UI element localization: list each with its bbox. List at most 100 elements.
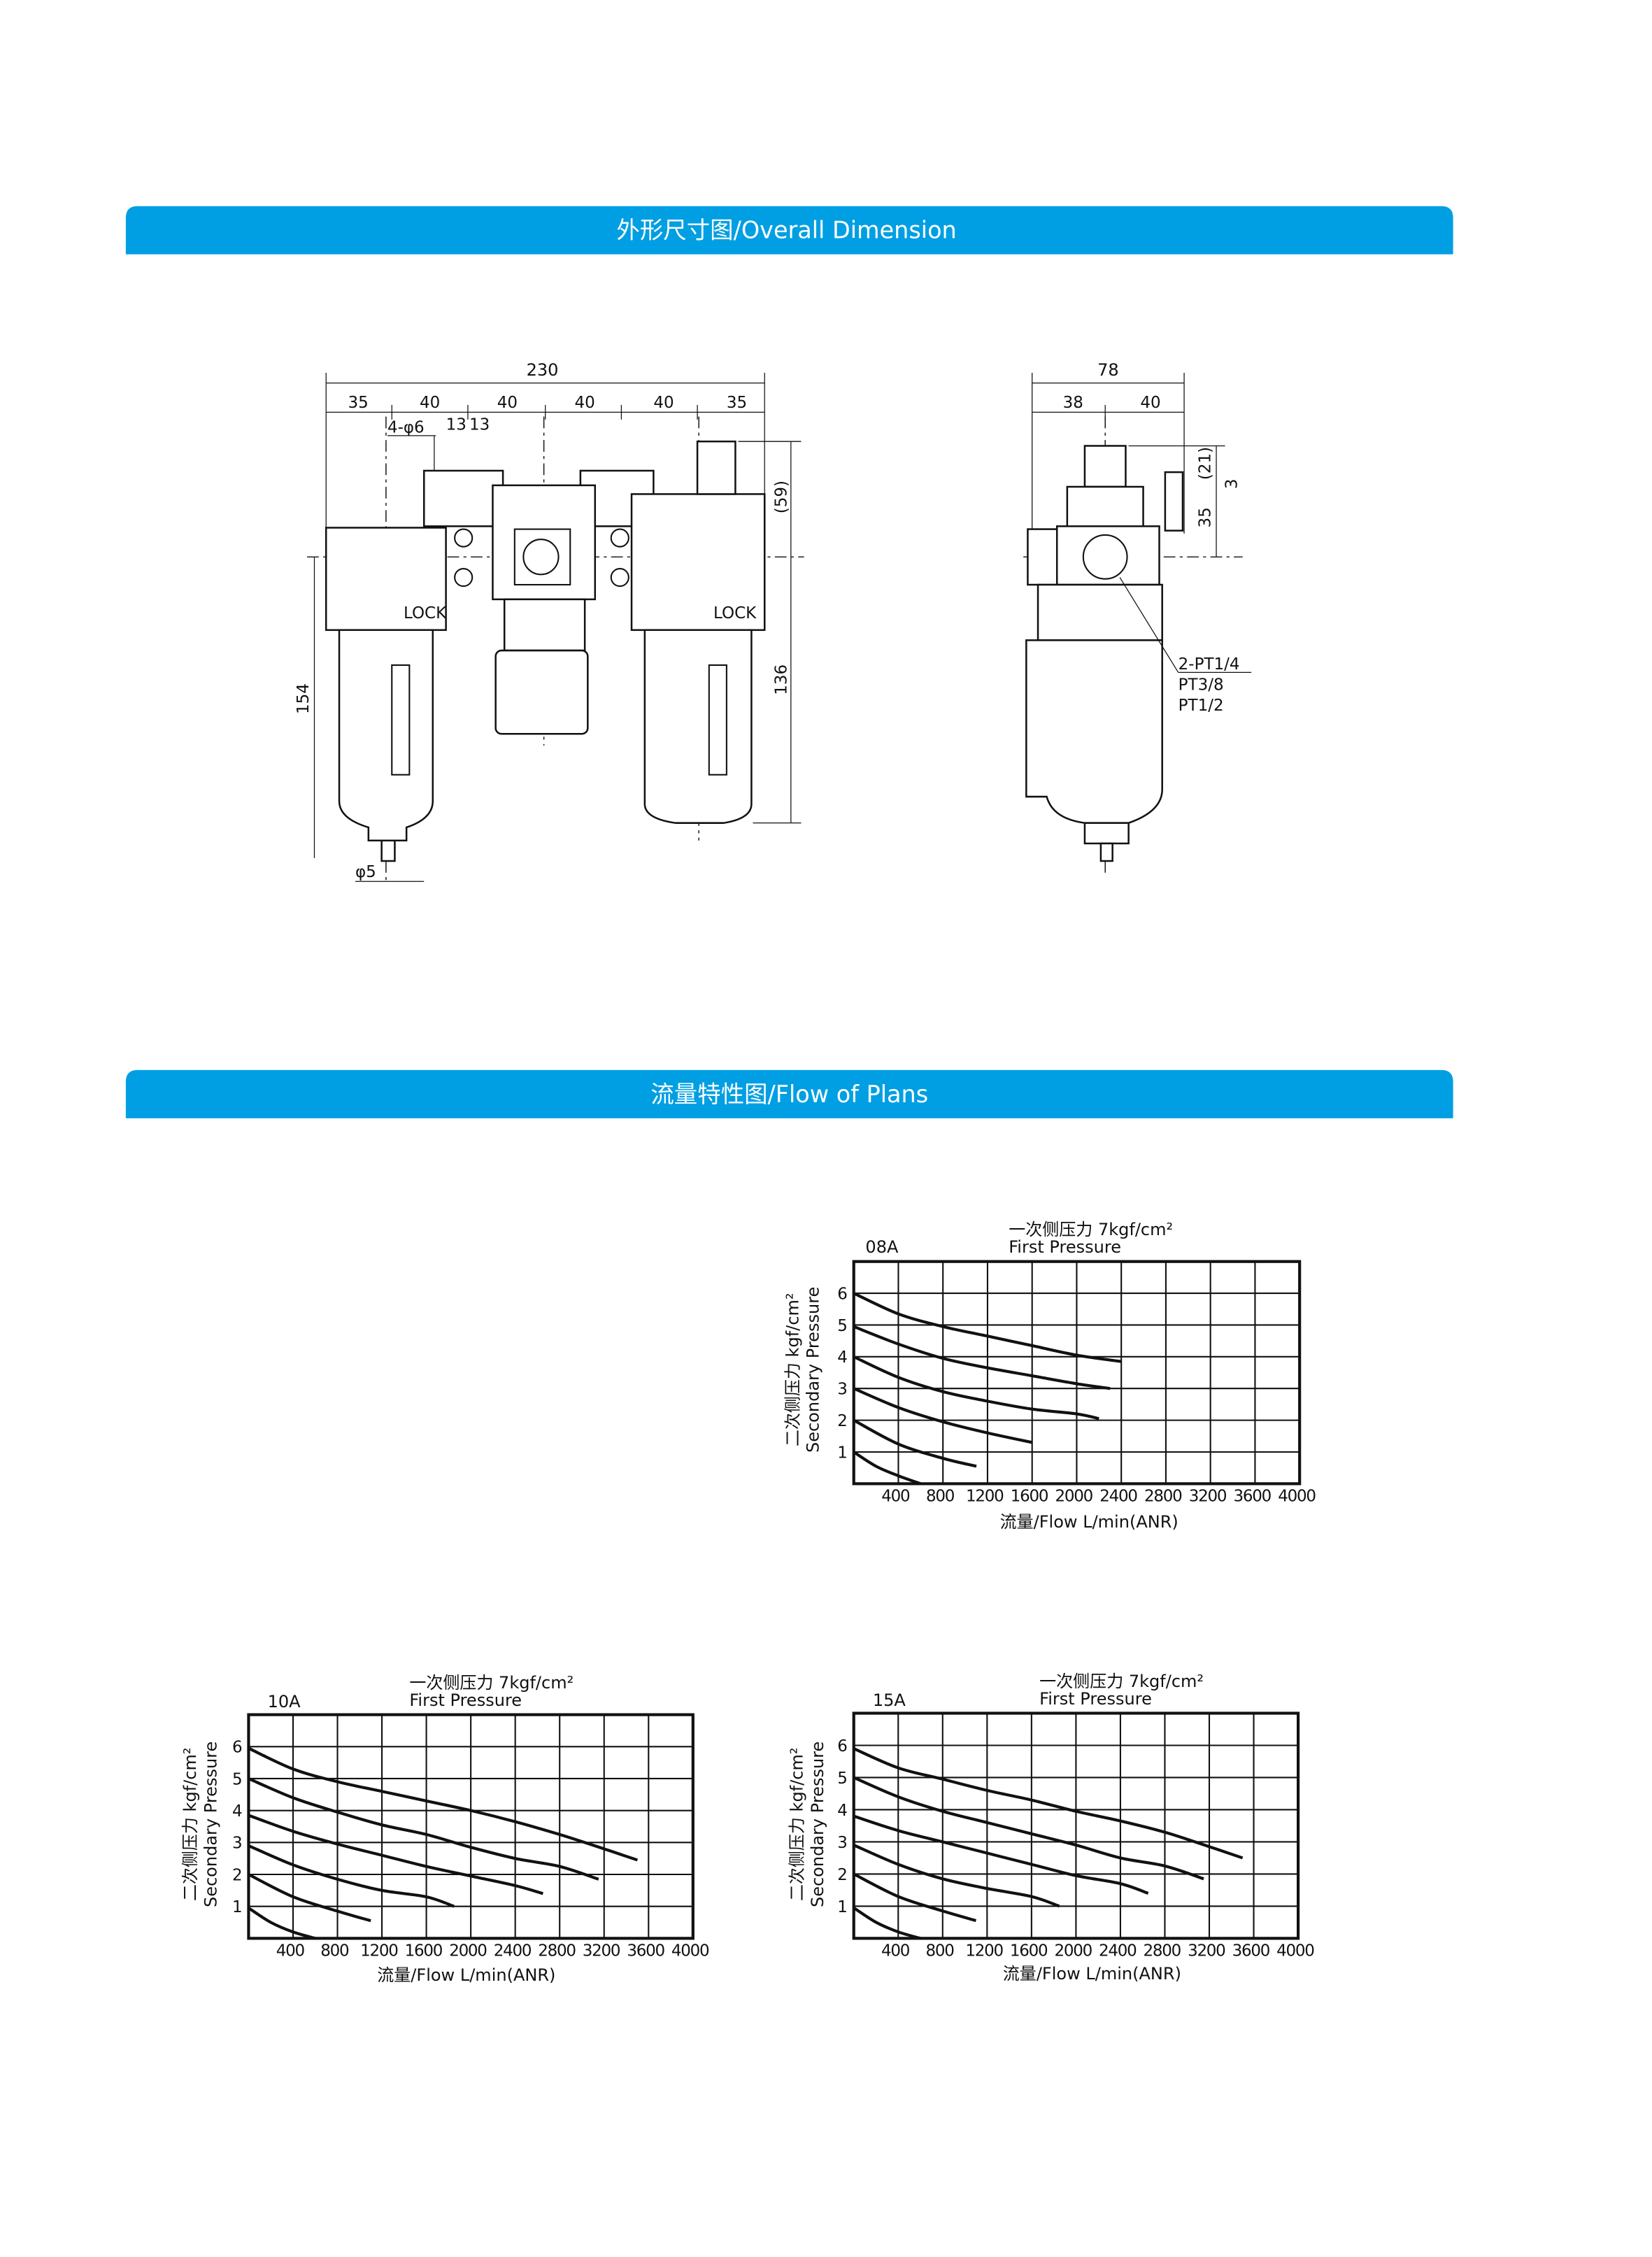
chart-subtitle: First Pressure bbox=[1009, 1237, 1121, 1257]
dim-overall-width: 230 bbox=[527, 360, 559, 380]
series-curve-4 bbox=[248, 1814, 543, 1895]
dim-top-offset: (59) bbox=[773, 480, 791, 513]
x-tick-label: 800 bbox=[926, 1487, 955, 1505]
x-tick-label: 1200 bbox=[966, 1487, 1004, 1505]
flow-chart-10A: 10A 一次侧压力 7kgf/cm² First Pressure 二次侧压力 … bbox=[180, 1673, 710, 1985]
x-tick-label: 3200 bbox=[1189, 1487, 1227, 1505]
dim-segment: 40 bbox=[575, 394, 595, 412]
x-tick-label: 1600 bbox=[405, 1942, 443, 1960]
y-tick-label: 2 bbox=[232, 1866, 241, 1884]
regulator-knob bbox=[494, 649, 589, 735]
series-curve-3 bbox=[248, 1844, 455, 1908]
flow-chart-15A: 15A 一次侧压力 7kgf/cm² First Pressure 二次侧压力 … bbox=[788, 1672, 1316, 1984]
gauge-icon bbox=[522, 539, 560, 576]
chart-model: 15A bbox=[873, 1690, 906, 1710]
dim-side: (21) bbox=[1197, 447, 1215, 480]
banner-title: 流量特性图/Flow of Plans bbox=[650, 1081, 928, 1108]
dim-segment: 40 bbox=[497, 394, 518, 412]
section-banner-flow: 流量特性图/Flow of Plans bbox=[125, 1069, 1453, 1118]
chart-model: 08A bbox=[865, 1237, 899, 1257]
chart-title: 一次侧压力 7kgf/cm² bbox=[1009, 1220, 1173, 1239]
x-tick-label: 2800 bbox=[1144, 1942, 1181, 1960]
y-tick-label: 1 bbox=[837, 1898, 846, 1916]
y-tick-label: 6 bbox=[837, 1737, 847, 1756]
dim-segment: 38 bbox=[1063, 394, 1083, 412]
plot-frame bbox=[852, 1711, 1300, 1940]
filter-bowl bbox=[338, 629, 434, 842]
x-axis-label: 流量/Flow L/min(ANR) bbox=[1000, 1512, 1179, 1532]
side-view-drawing: 78 38 40 (21) 3 35 2-PT1/4 PT3/8 PT1/2 bbox=[1023, 360, 1252, 878]
y-tick-label: 6 bbox=[837, 1285, 847, 1303]
y-tick-label: 6 bbox=[232, 1739, 242, 1757]
series-curve-6 bbox=[853, 1747, 1244, 1860]
series-curve-3 bbox=[853, 1844, 1060, 1908]
dim-segment: 40 bbox=[1140, 394, 1160, 412]
y-axis-label: Secondary Pressure bbox=[804, 1287, 823, 1453]
y-tick-label: 4 bbox=[837, 1802, 847, 1820]
y-axis-label: Secondary Pressure bbox=[808, 1742, 827, 1907]
x-tick-label: 3200 bbox=[583, 1942, 620, 1960]
y-axis-label-cn: 二次侧压力 kgf/cm² bbox=[783, 1293, 802, 1447]
y-tick-label: 1 bbox=[837, 1444, 846, 1462]
x-tick-label: 2000 bbox=[1055, 1487, 1093, 1505]
side-bowl bbox=[1025, 639, 1163, 824]
port-label: PT3/8 bbox=[1179, 676, 1224, 694]
front-view-drawing: 230 35 40 40 40 40 35 4-φ6 13 13 LOCK bbox=[294, 360, 804, 885]
y-tick-label: 5 bbox=[232, 1770, 241, 1788]
series-curve-4 bbox=[853, 1355, 1099, 1421]
dim-drain: φ5 bbox=[355, 863, 376, 881]
regulator-body bbox=[492, 484, 597, 601]
y-axis-label-cn: 二次侧压力 kgf/cm² bbox=[180, 1748, 200, 1902]
x-tick-label: 1600 bbox=[1011, 1487, 1048, 1505]
x-tick-label: 800 bbox=[926, 1942, 955, 1960]
x-tick-label: 3200 bbox=[1188, 1942, 1225, 1960]
x-tick-label: 400 bbox=[276, 1942, 305, 1960]
chart-title: 一次侧压力 7kgf/cm² bbox=[1039, 1672, 1204, 1691]
plot-frame bbox=[247, 1713, 695, 1940]
dim-hole-pitch: 13 bbox=[469, 415, 490, 434]
x-tick-label: 2000 bbox=[1054, 1942, 1092, 1960]
x-tick-label: 400 bbox=[881, 1487, 910, 1505]
flow-chart-08A: 08A 一次侧压力 7kgf/cm² First Pressure 二次侧压力 … bbox=[783, 1220, 1316, 1532]
dim-hole-pitch: 13 bbox=[446, 415, 467, 434]
lubricator-bowl bbox=[643, 629, 753, 824]
plot-frame bbox=[852, 1260, 1302, 1486]
series-curve-4 bbox=[853, 1814, 1149, 1895]
y-tick-label: 4 bbox=[232, 1802, 242, 1821]
port-label: 2-PT1/4 bbox=[1179, 655, 1240, 674]
dim-height-left: 154 bbox=[294, 683, 313, 714]
series-curve-6 bbox=[248, 1746, 639, 1862]
lock-label: LOCK bbox=[713, 604, 757, 622]
x-tick-label: 800 bbox=[320, 1942, 349, 1960]
section-banner-dimension: 外形尺寸图/Overall Dimension bbox=[125, 206, 1453, 255]
x-tick-label: 2800 bbox=[1144, 1487, 1182, 1505]
dim-height-right: 136 bbox=[773, 664, 791, 695]
x-tick-label: 2800 bbox=[538, 1942, 576, 1960]
y-tick-label: 2 bbox=[837, 1412, 846, 1430]
x-axis-label: 流量/Flow L/min(ANR) bbox=[1003, 1964, 1181, 1984]
y-tick-label: 5 bbox=[837, 1770, 846, 1788]
y-tick-label: 2 bbox=[837, 1866, 846, 1884]
series-curve-1 bbox=[248, 1907, 316, 1940]
dim-segment: 35 bbox=[348, 394, 369, 412]
oil-plug bbox=[696, 440, 736, 495]
series-curve-3 bbox=[853, 1387, 1033, 1444]
x-tick-label: 3600 bbox=[627, 1942, 664, 1960]
series-curve-5 bbox=[853, 1776, 1204, 1881]
x-tick-label: 1200 bbox=[360, 1942, 398, 1960]
lock-label: LOCK bbox=[404, 604, 447, 622]
dim-side: 3 bbox=[1223, 478, 1241, 489]
dim-mount-holes: 4-φ6 bbox=[387, 419, 425, 437]
x-tick-label: 4000 bbox=[1278, 1487, 1316, 1505]
y-axis-label: Secondary Pressure bbox=[201, 1742, 220, 1907]
y-tick-label: 3 bbox=[837, 1381, 846, 1399]
banner-background bbox=[125, 206, 1453, 255]
dim-segment: 35 bbox=[727, 394, 747, 412]
series-curve-1 bbox=[853, 1906, 921, 1940]
x-tick-label: 3600 bbox=[1234, 1487, 1272, 1505]
x-tick-label: 2400 bbox=[1099, 1487, 1137, 1505]
dim-side: 35 bbox=[1197, 507, 1215, 527]
port-label: PT1/2 bbox=[1179, 697, 1224, 715]
x-tick-label: 3600 bbox=[1232, 1942, 1270, 1960]
x-tick-label: 1600 bbox=[1010, 1942, 1048, 1960]
